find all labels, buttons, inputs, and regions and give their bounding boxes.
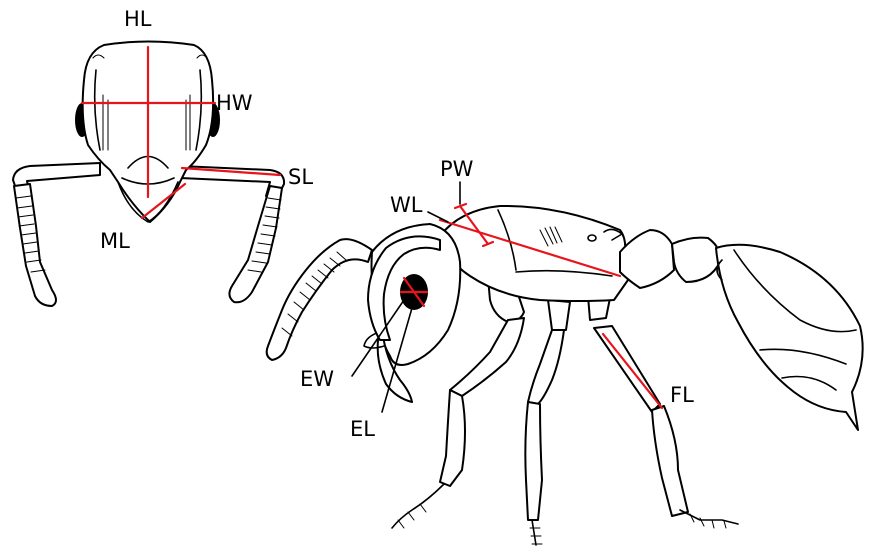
petiole [620,230,674,288]
hind-leg [588,296,738,528]
lateral-body-view [267,182,863,545]
label-ml: ML [100,229,130,253]
label-sl: SL [288,165,313,189]
wl-leader-line [428,212,448,222]
label-fl: FL [670,383,694,407]
lateral-antenna-funiculus [267,239,372,360]
label-wl: WL [390,193,423,217]
right-antenna [180,166,284,302]
fl-measure-line [603,334,662,408]
gaster [716,245,863,430]
label-ew: EW [300,367,334,391]
middle-leg [525,300,570,545]
label-hl: HL [124,7,152,31]
mesosoma [440,206,628,301]
left-antenna [13,163,100,306]
label-el: EL [350,417,375,441]
postpetiole [672,238,720,282]
frontal-head-view [13,42,284,307]
label-pw: PW [440,157,474,181]
label-hw: HW [216,91,253,115]
